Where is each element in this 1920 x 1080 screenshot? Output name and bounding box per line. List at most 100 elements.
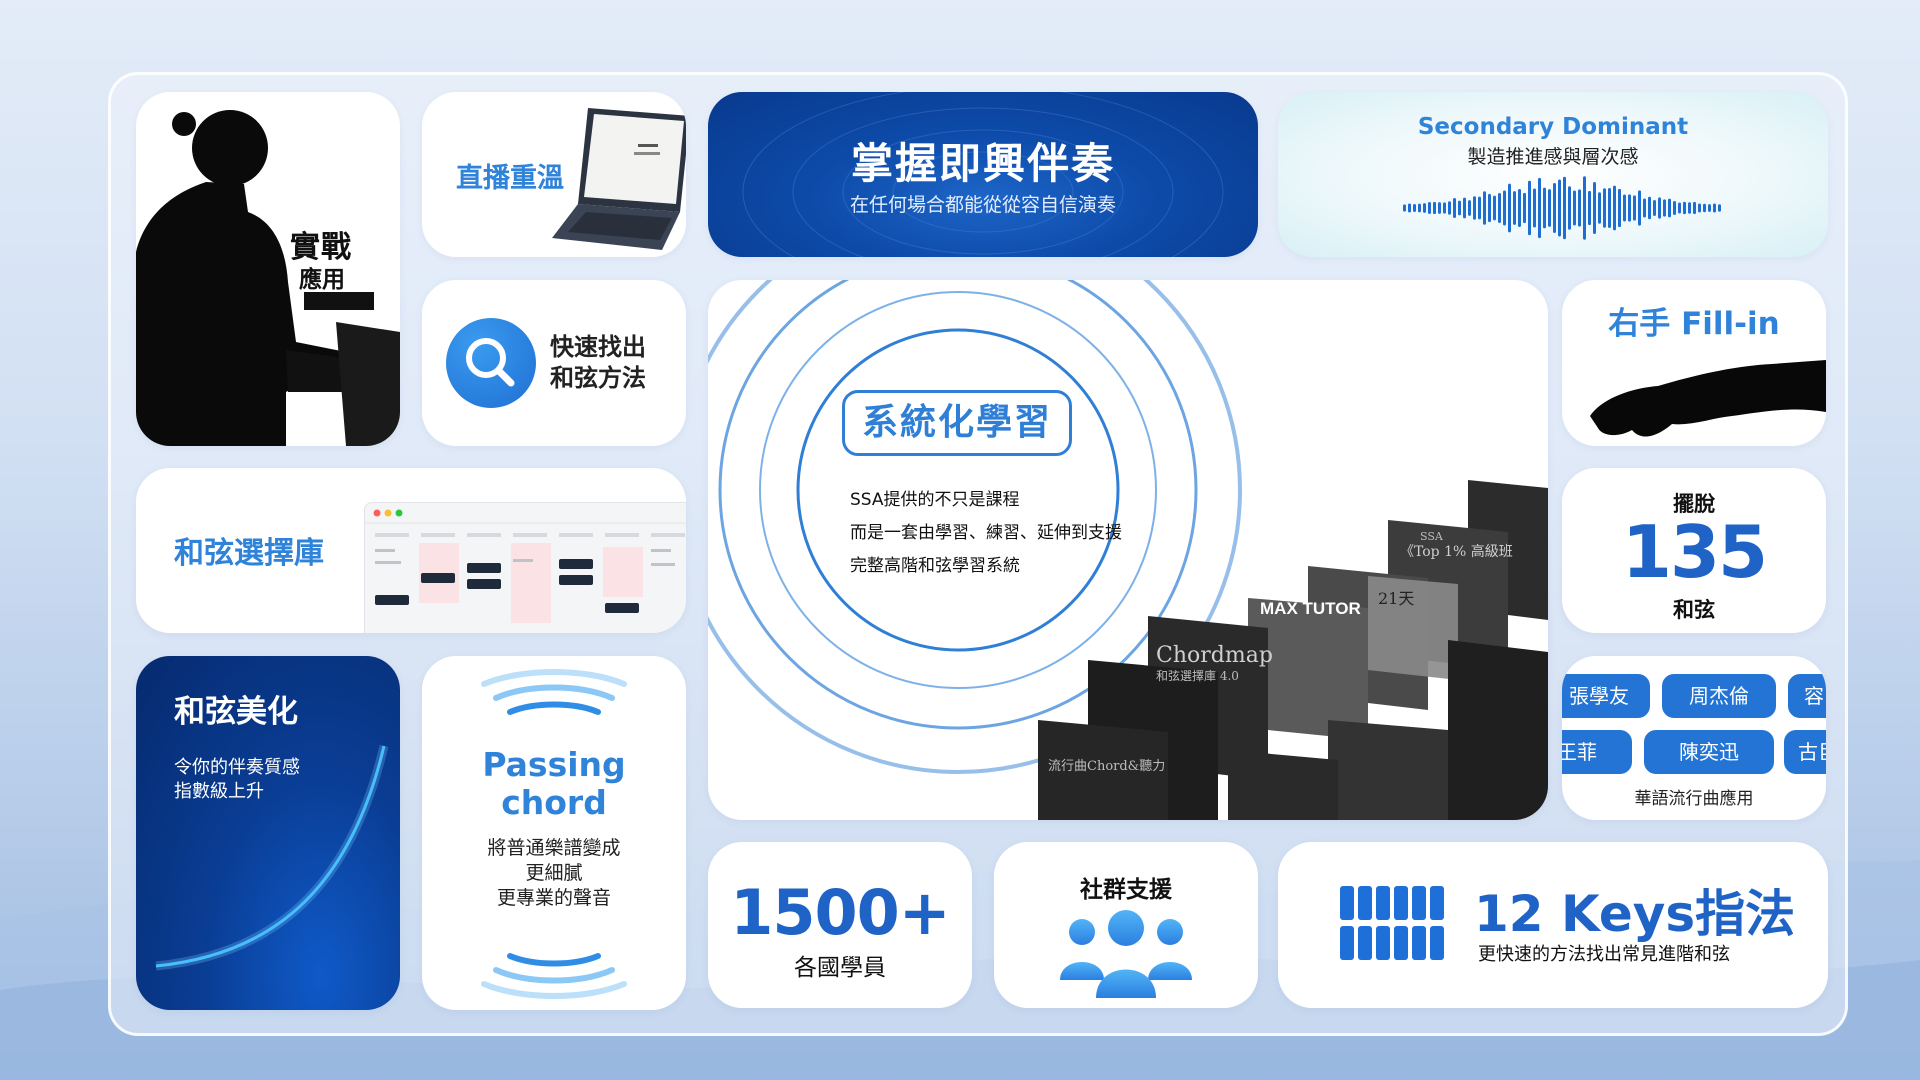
artist-pill[interactable]: 王菲 [1562, 730, 1632, 774]
community-support-card[interactable]: 社群支援 [994, 842, 1258, 1008]
escape-135-card[interactable]: 擺脫 135 和弦 [1562, 468, 1826, 633]
concentric-rings [708, 280, 1242, 774]
students-card[interactable]: 1500+ 各國學員 [708, 842, 972, 1008]
community-title: 社群支援 [1080, 877, 1172, 903]
sound-wave-top-icon [481, 669, 627, 715]
book-label-ssa: SSA [1420, 530, 1444, 543]
waveform-bar [1653, 200, 1656, 216]
waveform-bar [1488, 193, 1491, 223]
chord-label: 和弦 [1673, 598, 1715, 622]
waveform-bar [1638, 190, 1641, 226]
system-line-3: 完整高階和弦學習系統 [850, 556, 1020, 576]
waveform-bar [1538, 177, 1541, 239]
twelve-keys-subtitle: 更快速的方法找出常見進階和弦 [1478, 944, 1730, 965]
waveform-bar [1583, 176, 1586, 240]
course-books-collage: MAX TUTOR Chordmap 和弦選擇庫 4.0 21天 《Top 1%… [1038, 480, 1548, 820]
waveform-bar [1568, 186, 1571, 230]
artist-pill[interactable]: 周杰倫 [1662, 674, 1776, 718]
waveform-bar [1503, 190, 1506, 226]
waveform-bar [1593, 182, 1596, 234]
master-improvisation-card[interactable]: 掌握即興伴奏 在任何場合都能從從容自信演奏 [708, 92, 1258, 257]
chord-beautify-line-1: 令你的伴奏質感 [174, 757, 300, 778]
practical-label-2: 應用 [299, 267, 345, 293]
quick-find-label: 快速找出 和弦方法 [550, 332, 646, 394]
artist-pill[interactable]: 張學友 [1562, 674, 1650, 718]
waveform-bar [1523, 192, 1526, 224]
pianist-silhouette [136, 110, 400, 446]
chord-beautify-desc: 令你的伴奏質感 指數級上升 [174, 756, 300, 804]
waveform-bar [1433, 201, 1436, 215]
laptop-icon [552, 108, 686, 250]
book-label-21days: 21天 [1378, 589, 1414, 608]
waveform-bar [1643, 198, 1646, 218]
chord-count-number: 135 [1621, 510, 1768, 594]
waveform-bar [1663, 199, 1666, 217]
waveform-bar [1528, 180, 1531, 236]
waveform-bar [1543, 187, 1546, 229]
waveform-bar [1633, 195, 1636, 221]
systematic-learning-desc: SSA提供的不只是課程 而是一套由學習、練習、延伸到支援 完整高階和弦學習系統 [850, 484, 1122, 583]
waveform-bar [1658, 197, 1661, 219]
right-hand-fill-in-card[interactable]: 右手 Fill-in [1562, 280, 1826, 446]
hand-silhouette [1590, 360, 1826, 437]
passing-chord-title: Passing chord [422, 746, 686, 822]
waveform-bar [1508, 183, 1511, 233]
quick-find-line-2: 和弦方法 [550, 364, 646, 392]
waveform-bar [1468, 200, 1471, 216]
artist-pill[interactable]: 陳奕迅 [1644, 730, 1774, 774]
pop-songs-caption: 華語流行曲應用 [1634, 789, 1754, 809]
waveform-bar [1623, 194, 1626, 222]
systematic-learning-card[interactable]: 系統化學習 SSA提供的不只是課程 而是一套由學習、練習、延伸到支援 完整高階和… [708, 280, 1548, 820]
waveform-bar [1493, 195, 1496, 221]
waveform-bar [1403, 204, 1406, 212]
waveform-bar [1573, 190, 1576, 226]
waveform-bar [1603, 188, 1606, 228]
passing-chord-title-1: Passing [482, 745, 626, 784]
waveform-bar [1428, 202, 1431, 214]
waveform-bar [1533, 188, 1536, 228]
ripple-decoration [742, 92, 1224, 257]
twelve-keys-title: 12 Keys指法 [1474, 885, 1796, 943]
pop-songs-card[interactable]: 張學友 周杰倫 容 王菲 陳奕迅 古巨 華語流行曲應用 [1562, 656, 1826, 820]
waveform-bar [1688, 202, 1691, 214]
artist-pill[interactable]: 容 [1788, 674, 1826, 718]
chord-library-card[interactable]: 和弦選擇庫 [136, 468, 686, 633]
book-label-chord-library: 和弦選擇庫 4.0 [1156, 668, 1239, 683]
chord-beautify-title: 和弦美化 [174, 694, 298, 730]
waveform-bar [1563, 176, 1566, 240]
fill-in-title: 右手 Fill-in [1608, 306, 1780, 342]
artist-pill[interactable]: 古巨 [1784, 730, 1826, 774]
live-replay-card[interactable]: 直播重溫 [422, 92, 686, 257]
search-icon [446, 318, 536, 408]
waveform-bar [1678, 202, 1681, 214]
waveform-bar [1443, 202, 1446, 214]
live-replay-label: 直播重溫 [456, 163, 564, 194]
twelve-keys-card[interactable]: 12 Keys指法 更快速的方法找出常見進階和弦 [1278, 842, 1828, 1008]
group-icon [1060, 910, 1192, 998]
waveform-bar [1413, 204, 1416, 212]
waveform-icon [1403, 176, 1721, 240]
waveform-bar [1558, 179, 1561, 237]
chord-library-screenshot [364, 502, 686, 633]
waveform-bar [1648, 196, 1651, 220]
passing-chord-line-2: 更細膩 [525, 862, 583, 884]
waveform-bar [1683, 201, 1686, 215]
waveform-bar [1613, 185, 1616, 231]
waveform-bar [1588, 190, 1591, 226]
waveform-bar [1698, 203, 1701, 213]
book-label-pop: 流行曲Chord&聽力 [1048, 759, 1165, 774]
passing-chord-title-2: chord [501, 783, 607, 822]
passing-chord-card[interactable]: Passing chord 將普通樂譜變成 更細膩 更專業的聲音 [422, 656, 686, 1010]
secondary-dominant-title: Secondary Dominant [1417, 114, 1689, 140]
waveform-bar [1408, 203, 1411, 213]
secondary-dominant-card[interactable]: Secondary Dominant 製造推進感與層次感 [1278, 92, 1828, 257]
book-label-top1: 《Top 1% 高級班 [1400, 543, 1513, 560]
practical-application-card[interactable]: 實戰 應用 [136, 92, 400, 446]
waveform-bar [1483, 191, 1486, 225]
waveform-bar [1423, 203, 1426, 213]
quick-find-card[interactable]: 快速找出 和弦方法 [422, 280, 686, 446]
waveform-bar [1718, 204, 1721, 212]
practical-label-1: 實戰 [290, 230, 352, 265]
chord-beautify-card[interactable]: 和弦美化 令你的伴奏質感 指數級上升 [136, 656, 400, 1010]
waveform-bar [1713, 203, 1716, 213]
